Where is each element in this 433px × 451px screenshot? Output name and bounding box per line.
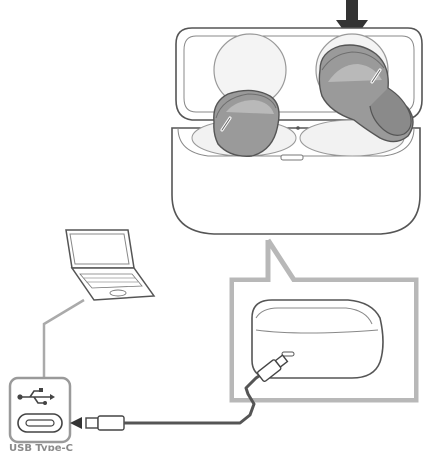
- usb-port-label: USB Type-C: [9, 443, 73, 451]
- usb-c-port-icon: [281, 351, 295, 357]
- laptop-connector-line: [42, 298, 85, 378]
- usb-port-icon: [8, 376, 72, 444]
- left-earbud: [213, 89, 280, 157]
- right-earbud: [318, 44, 414, 143]
- status-led: [296, 126, 300, 130]
- usb-symbol-icon: [22, 390, 50, 404]
- usb-cable: [70, 354, 289, 431]
- laptop-icon: [65, 229, 156, 301]
